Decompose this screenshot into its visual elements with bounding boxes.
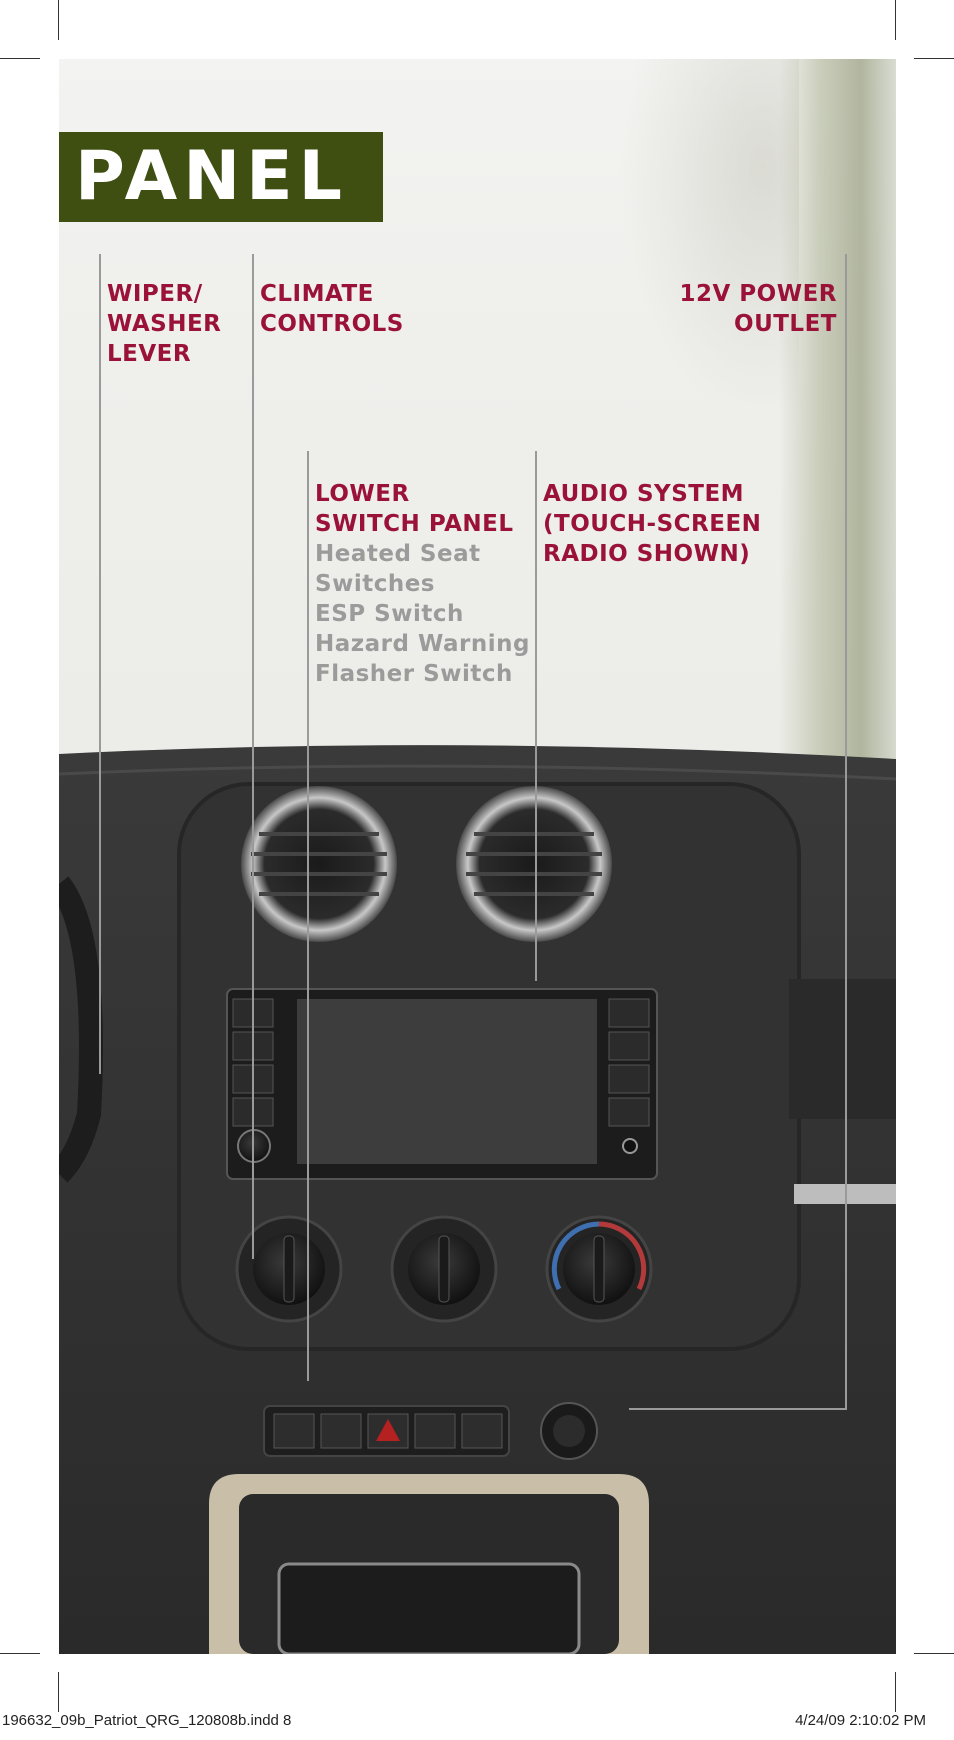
label-wiper-washer-lever: WIPER/ WASHER LEVER: [107, 279, 221, 369]
sub-label-line: Heated Seat: [315, 541, 481, 567]
crop-mark: [895, 0, 896, 40]
label-line: WIPER/: [107, 281, 203, 307]
crop-mark: [0, 58, 40, 59]
label-line: SWITCH PANEL: [315, 511, 514, 537]
sub-label-line: ESP Switch: [315, 601, 464, 627]
sub-label-line: Hazard Warning: [315, 631, 530, 657]
label-line: CONTROLS: [260, 311, 404, 337]
crop-mark: [0, 1653, 40, 1654]
crop-mark: [58, 1672, 59, 1712]
sub-label-line: Flasher Switch: [315, 661, 513, 687]
label-line: LEVER: [107, 341, 192, 367]
page-title: PANEL: [75, 137, 348, 216]
label-line: CLIMATE: [260, 281, 374, 307]
footer-filename: 196632_09b_Patriot_QRG_120808b.indd 8: [2, 1712, 292, 1729]
crop-mark: [914, 58, 954, 59]
label-line: WASHER: [107, 311, 222, 337]
leader-line-audio: [535, 451, 537, 981]
label-line: RADIO SHOWN): [543, 541, 751, 567]
leader-line-wiper: [99, 254, 101, 1074]
dashboard-illustration: [59, 745, 896, 1654]
leader-line-climate: [252, 254, 254, 1259]
label-lower-switch-panel: LOWER SWITCH PANEL Heated Seat Switches …: [315, 479, 530, 689]
label-line: OUTLET: [734, 311, 837, 337]
label-climate-controls: CLIMATE CONTROLS: [260, 279, 404, 339]
label-12v-power-outlet: 12V POWER OUTLET: [619, 279, 837, 339]
label-line: AUDIO SYSTEM: [543, 481, 745, 507]
label-line: LOWER: [315, 481, 410, 507]
leader-line-power: [845, 254, 847, 1410]
crop-mark: [58, 0, 59, 40]
label-line: (TOUCH-SCREEN: [543, 511, 762, 537]
background-tree: [779, 59, 896, 779]
footer-timestamp: 4/24/09 2:10:02 PM: [795, 1712, 926, 1729]
background-foliage: [619, 59, 799, 419]
crop-mark: [914, 1653, 954, 1654]
label-line: 12V POWER: [679, 281, 837, 307]
sub-label-line: Switches: [315, 571, 435, 597]
leader-line-lower: [307, 451, 309, 1381]
dashboard-photo: [59, 734, 896, 1654]
label-audio-system: AUDIO SYSTEM (TOUCH-SCREEN RADIO SHOWN): [543, 479, 761, 569]
leader-line-power-horizontal: [629, 1408, 847, 1410]
page: PANEL: [59, 59, 896, 1654]
crop-mark: [895, 1672, 896, 1712]
title-banner: PANEL: [59, 132, 383, 222]
